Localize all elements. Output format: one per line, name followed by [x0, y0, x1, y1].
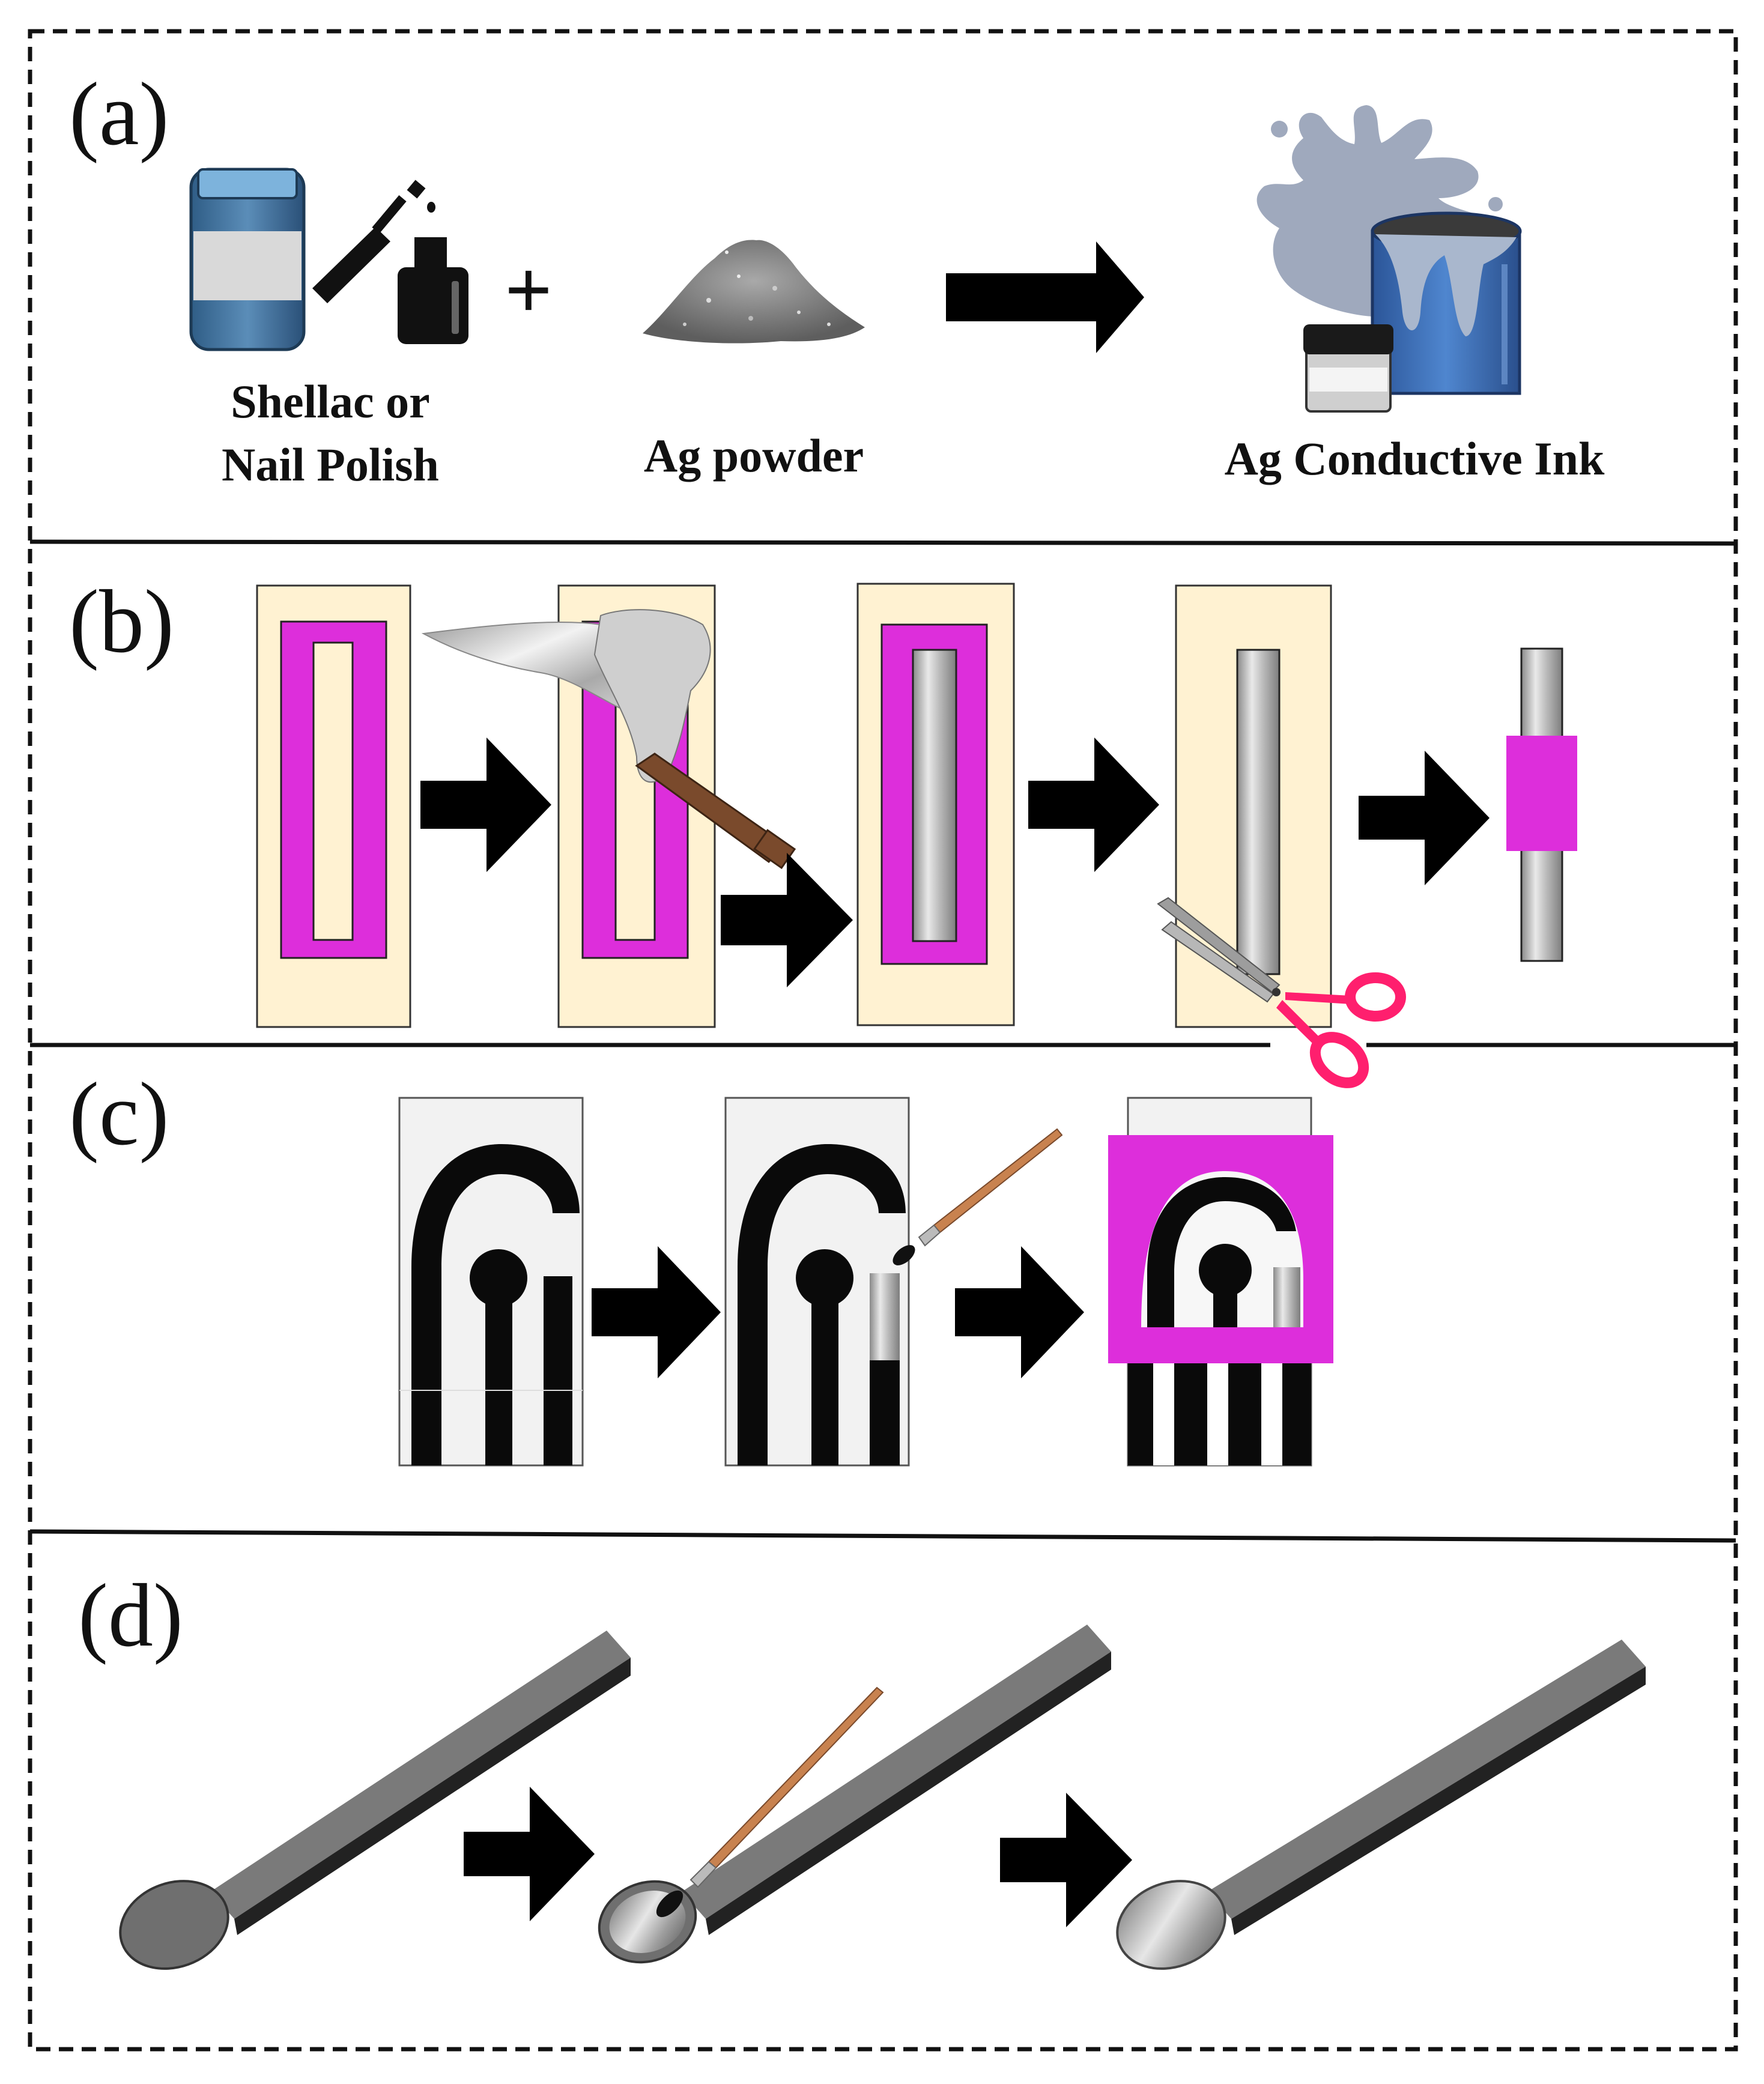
- plus-sign: +: [505, 244, 553, 337]
- arrow-c1: [592, 1246, 721, 1378]
- arrow-a: [946, 241, 1144, 353]
- stick-electrode-2: [598, 1625, 1111, 1964]
- panel-b-letter: (b): [69, 572, 174, 671]
- mask-template-1: [256, 584, 411, 1028]
- label-ag-ink: Ag Conductive Ink: [1225, 432, 1605, 485]
- palette-knife-icon: [635, 753, 796, 870]
- paint-splash-icon: [1256, 105, 1508, 317]
- label-shellac-line2: Nail Polish: [222, 438, 439, 491]
- scissors-icon: [1157, 897, 1406, 1088]
- ink-jar-icon: [1303, 324, 1393, 413]
- nail-polish-brush-icon: [312, 180, 435, 303]
- paint-brush-icon-c: [893, 1128, 1063, 1265]
- panel-c: (c): [69, 1064, 1333, 1467]
- arrow-b1: [420, 738, 551, 872]
- mask-template-3: [856, 583, 1015, 1026]
- shellac-jar-icon: [189, 168, 306, 351]
- label-ag-powder: Ag powder: [644, 429, 864, 482]
- panel-a-letter: (a): [69, 64, 169, 164]
- panel-b: (b): [69, 572, 1577, 1088]
- arrow-b3: [1028, 738, 1159, 872]
- screen-printed-electrode-1: [398, 1097, 584, 1467]
- nail-polish-bottle-icon: [398, 237, 468, 344]
- panel-frames: [28, 29, 1738, 2052]
- final-foil-electrode: [1506, 647, 1577, 962]
- paint-brush-icon-d: [656, 1686, 884, 1918]
- label-shellac-line1: Shellac or: [231, 375, 429, 428]
- stick-electrode-3: [1116, 1640, 1646, 1970]
- arrow-b2: [721, 853, 853, 987]
- ag-powder-icon: [643, 240, 865, 344]
- arrow-d2: [1000, 1793, 1132, 1927]
- foil-strip-template: [1175, 584, 1332, 1028]
- paint-can-icon: [1371, 211, 1522, 395]
- stick-electrode-1: [119, 1631, 631, 1970]
- arrow-b4: [1359, 751, 1490, 885]
- screen-printed-electrode-2: [724, 1097, 910, 1467]
- panel-d-letter: (d): [78, 1566, 183, 1665]
- panel-a: (a) + Shellac or Nail Polish: [69, 64, 1605, 491]
- arrow-d1: [464, 1787, 595, 1921]
- foil-sheet-icon: [421, 609, 711, 783]
- panel-d: (d): [78, 1566, 1646, 1970]
- arrow-c2: [955, 1246, 1084, 1378]
- panel-c-letter: (c): [69, 1064, 169, 1164]
- screen-printed-electrode-3: [1108, 1097, 1333, 1467]
